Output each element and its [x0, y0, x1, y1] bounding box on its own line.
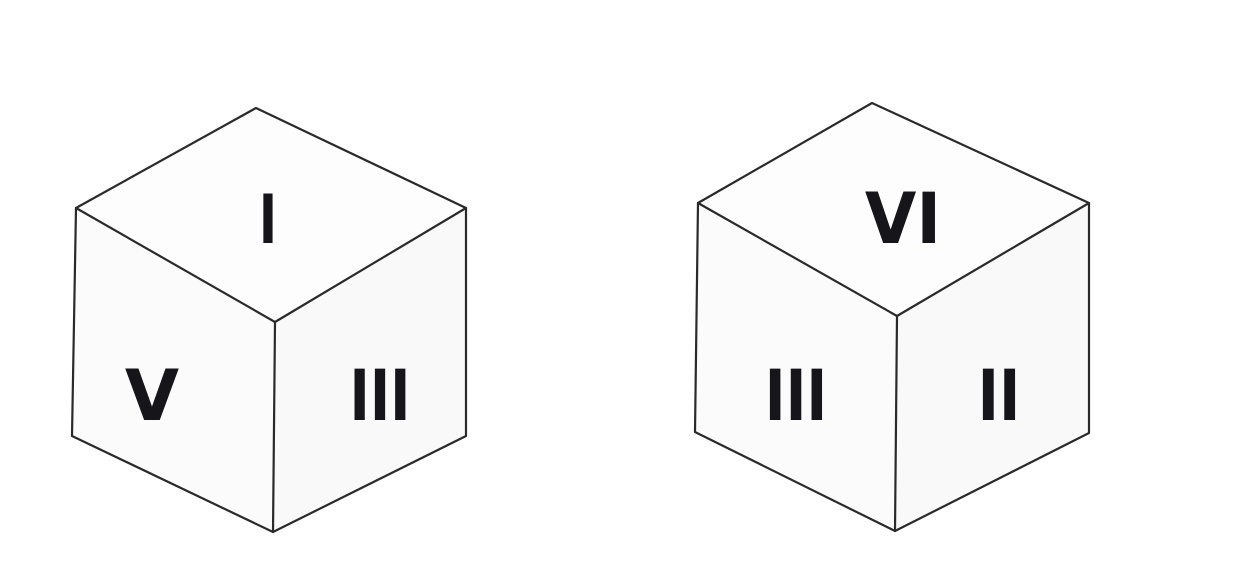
die-2: VI III II: [693, 101, 1091, 533]
die-2-top-numeral: VI: [865, 179, 941, 260]
die-2-top-face: [698, 103, 1089, 316]
die-1-left-face: [72, 208, 275, 532]
die-1-top-face: [76, 108, 466, 322]
die-1-top-numeral: I: [259, 180, 277, 259]
die-2-front-edge: [893, 314, 899, 533]
die-2-left-numeral: III: [765, 355, 828, 437]
die-1-left-numeral: V: [125, 355, 179, 437]
die-2-left-face: [695, 203, 897, 531]
die-1-front-edge: [271, 320, 277, 534]
die-1: I V III: [70, 106, 468, 534]
die-2-outline: [693, 101, 1091, 533]
die-1-outline: [70, 106, 468, 534]
die-2-right-face: [895, 203, 1089, 531]
die-1-right-face: [273, 208, 466, 532]
die-1-right-numeral: III: [350, 355, 411, 436]
die-2-right-numeral: II: [978, 357, 1021, 438]
